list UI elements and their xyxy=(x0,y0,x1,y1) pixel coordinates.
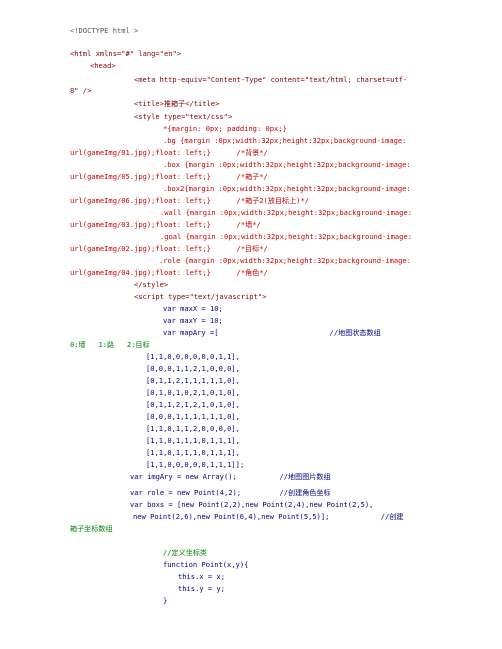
code-line: [0,1,1,2,1,1,1,1,1,0], xyxy=(146,376,240,385)
code-line: *{margin: 0px; padding: 0px;} xyxy=(163,124,287,133)
code-line: <title>推箱子</title> xyxy=(134,99,220,108)
code-line: url(gameImg/01.jpg);float: left;} /*背景*/ xyxy=(70,148,268,157)
code-line: var imgAry = new Array(); //地图图片数组 xyxy=(130,472,331,481)
code-line: var role = new Point(4,2); //创建角色坐标 xyxy=(130,488,331,497)
code-line: this.y = y; xyxy=(178,584,225,593)
code-line: <script type="text/javascript"> xyxy=(134,292,267,301)
code-line: [1,1,0,0,0,0,0,1,1,1]]; xyxy=(146,460,245,469)
code-line: url(gameImg/02.jpg);float: left;} /*目标*/ xyxy=(70,244,268,253)
code-line: </style> xyxy=(134,280,169,289)
code-line: var maxX = 10; xyxy=(163,304,223,313)
code-line: //定义坐标类 xyxy=(163,548,208,557)
code-line: url(gameImg/06.jpg);float: left;} /*箱子2(… xyxy=(70,196,310,205)
code-line: } xyxy=(163,596,168,605)
code-line: 0:墙 1:路 2:目标 xyxy=(70,340,150,349)
code-line: [1,1,0,0,0,0,0,0,1,1], xyxy=(146,352,240,361)
code-line: [1,1,0,1,1,2,0,0,0,0], xyxy=(146,424,240,433)
code-line: [1,1,0,1,1,1,0,1,1,1], xyxy=(146,436,240,445)
code-line: <style type="text/css"> xyxy=(134,112,233,121)
code-line: [0,1,0,1,0,2,1,0,1,0], xyxy=(146,388,240,397)
code-line: 箱子坐标数组 xyxy=(70,524,113,533)
code-line: var mapAry =[ //地图状态数组 xyxy=(163,328,381,337)
code-line: url(gameImg/04.jpg);float: left;} /*角色*/ xyxy=(70,268,268,277)
code-line: var maxY = 10; xyxy=(163,316,223,325)
code-line: function Point(x,y){ xyxy=(163,560,249,569)
code-line: [1,1,0,1,1,1,0,1,1,1], xyxy=(146,448,240,457)
code-line: .wall {margin :0px;width:32px;height:32p… xyxy=(160,208,412,217)
code-line: [0,0,0,1,1,2,1,0,0,0], xyxy=(146,364,240,373)
code-line: <!DOCTYPE html > xyxy=(70,26,139,35)
code-line: this.x = x; xyxy=(178,572,225,581)
code-line: .goal {margin :0px;width:32px;height:32p… xyxy=(160,232,412,241)
code-line: [0,0,0,1,1,1,1,1,1,0], xyxy=(146,412,240,421)
code-line: .box {margin :0px;width:32px;height:32px… xyxy=(163,160,411,169)
code-line: <head> xyxy=(90,61,116,70)
code-line: .role {margin :0px;width:32px;height:32p… xyxy=(159,256,411,265)
code-line: .bg {margin :0px;width:32px;height:32px;… xyxy=(163,136,407,145)
code-line: url(gameImg/03.jpg);float: left;} /*墙*/ xyxy=(70,220,261,229)
code-line: var boxs = [new Point(2,2),new Point(2,4… xyxy=(130,500,374,509)
code-line: <html xmlns="#" lang="en"> xyxy=(70,49,182,58)
code-line: [0,1,1,2,1,2,1,0,1,0], xyxy=(146,400,240,409)
code-line: url(gameImg/05.jpg);float: left;} /*箱子*/ xyxy=(70,172,268,181)
code-line: new Point(2,6),new Point(6,4),new Point(… xyxy=(133,512,404,521)
code-line: .box2{margin :0px;width:32px;height:32px… xyxy=(163,184,411,193)
code-line: 8" /> xyxy=(70,86,92,95)
code-line: <meta http-equiv="Content-Type" content=… xyxy=(134,75,408,84)
